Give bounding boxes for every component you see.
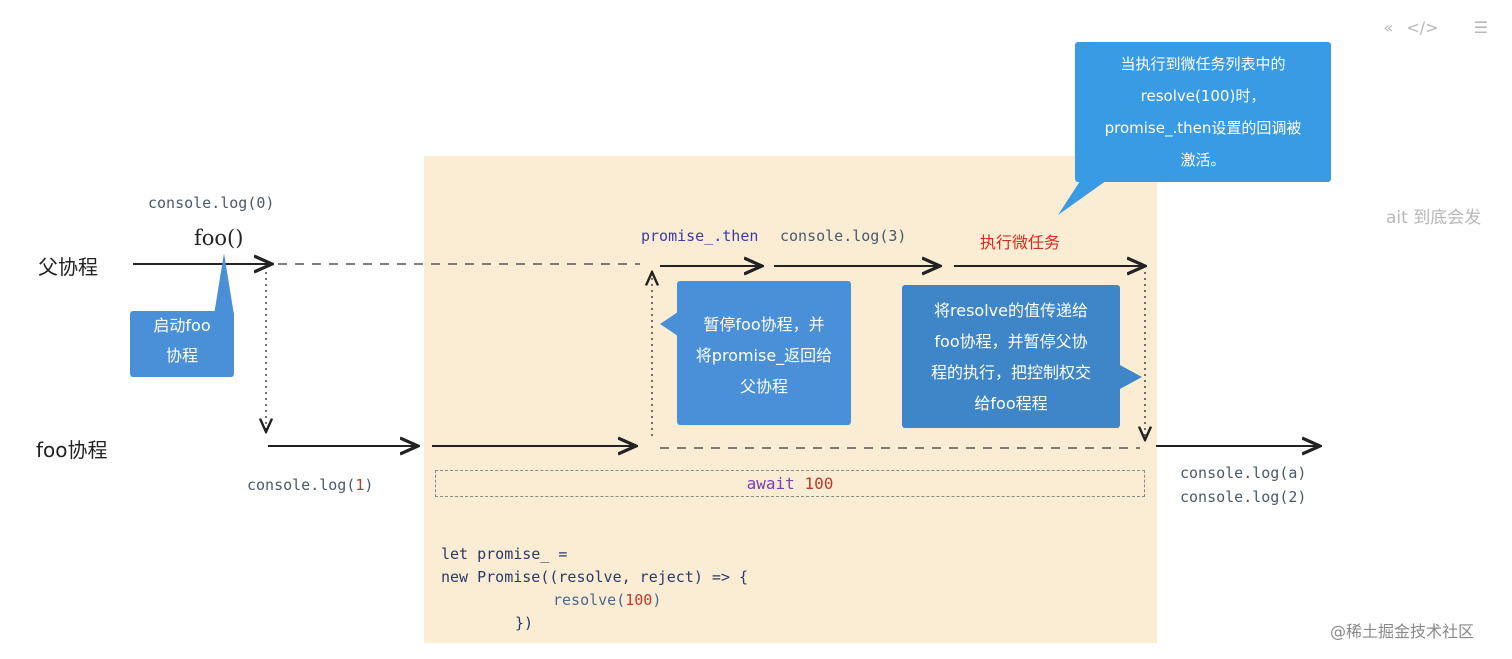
list-icon[interactable]: ☰ [1473,18,1488,37]
resolve-pass-callout: 将resolve的值传递给 foo协程，并暂停父协 程的执行，把控制权交 给fo… [902,285,1120,428]
code-line: new Promise((resolve, reject) => { [441,568,749,586]
callout-line: resolve(100)时， [1140,87,1266,105]
console-log-0: console.log(0) [148,194,275,212]
pause-foo-callout: 暂停foo协程，并 将promise_返回给 父协程 [677,281,851,425]
collapse-icon[interactable]: « [1383,18,1394,37]
callout-line: foo协程，并暂停父协 [934,332,1088,351]
callout-line: 给foo程程 [974,394,1048,413]
await-100-box: await 100 [435,470,1145,497]
promise-code-block: let promise_ = new Promise((resolve, reje… [441,543,748,635]
callout-line: 激活。 [1180,151,1226,169]
resolve-callout-pointer [1118,364,1142,390]
callout-line: 当执行到微任务列表中的 [1120,55,1286,73]
foo-call-label: foo() [194,226,244,250]
start-foo-callout: 启动foo 协程 [130,311,234,377]
callout-line: promise_.then设置的回调被 [1104,119,1302,137]
microtask-activate-callout: 当执行到微任务列表中的 resolve(100)时， promise_.then… [1075,42,1331,182]
callout-line: 程的执行，把控制权交 [930,363,1091,382]
callout-line: 将resolve的值传递给 [934,301,1088,320]
code-line: resolve(100) [553,591,662,609]
promise-then-label: promise_.then [641,227,759,245]
code-line: let promise_ = [441,545,568,563]
pause-callout-pointer [660,312,678,336]
callout-line: 暂停foo协程，并 [703,315,825,334]
code-line: }) [515,614,534,632]
top-callout-pointer [1058,178,1110,215]
start-callout-pointer [214,253,234,315]
watermark: @稀土掘金技术社区 [1330,622,1475,641]
foo-coroutine-label: foo协程 [36,438,108,462]
console-log-2: console.log(2) [1180,488,1307,506]
callout-line: 父协程 [739,377,788,396]
execute-microtask-label: 执行微任务 [980,233,1061,252]
callout-line: 将promise_返回给 [695,346,833,365]
parent-coroutine-label: 父协程 [38,255,98,279]
callout-line: 协程 [165,346,198,365]
console-log-1: console.log(1) [247,476,374,494]
console-log-3: console.log(3) [780,227,907,245]
code-icon[interactable]: </> [1406,18,1439,37]
side-cut-text: ait 到底会发 [1386,208,1482,228]
console-log-a: console.log(a) [1180,464,1307,482]
callout-line: 启动foo [153,316,211,335]
toolbar-icons: « </> ☰ [1383,18,1488,37]
